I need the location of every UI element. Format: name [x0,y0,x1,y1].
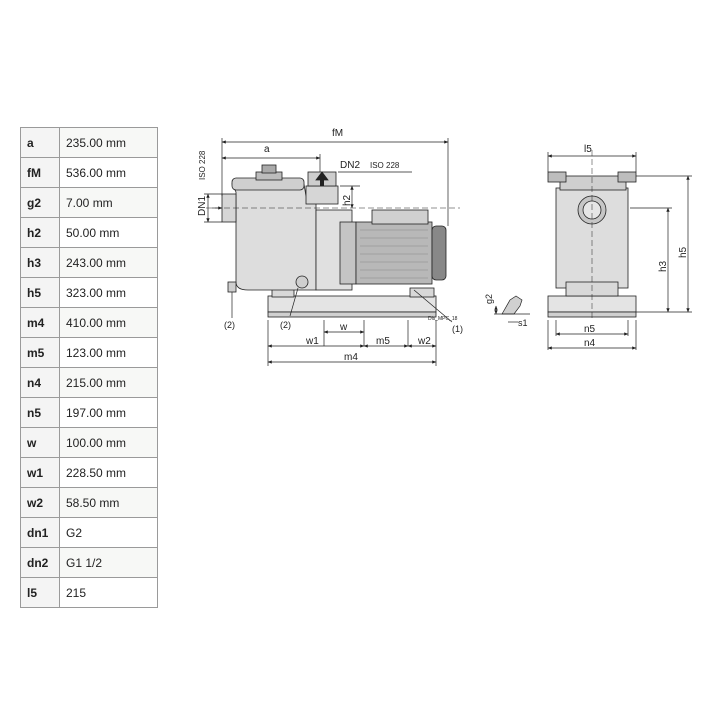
spec-key: a [20,127,60,158]
ref-label-1: (1) [452,324,463,334]
spec-key: n5 [20,397,60,428]
dim-label-w: w [339,322,348,333]
dim-label-dn1: DN1 [197,196,208,216]
side-dimensions [204,138,453,366]
spec-value: 215.00 mm [59,367,158,398]
ref-label-2-mid: (2) [280,320,291,330]
spec-value: 235.00 mm [59,127,158,158]
dim-label-m4: m4 [344,352,358,363]
drawing-code: Dis_MPC_18 [428,316,458,322]
spec-key: l5 [20,577,60,608]
dim-label-h3: h3 [658,260,669,272]
front-view [547,150,637,320]
front-dimensions [547,152,692,350]
spec-value: 228.50 mm [59,457,158,488]
dim-label-n5: n5 [584,324,596,335]
spec-value: 197.00 mm [59,397,158,428]
dim-label-h2: h2 [342,194,353,206]
pump-body [231,183,317,291]
dim-label-s1: s1 [518,318,528,328]
spec-key: g2 [20,187,60,218]
dim-label-w2: w2 [417,336,431,347]
spec-value: 323.00 mm [59,277,158,308]
dim-label-m5: m5 [376,336,390,347]
dim-label-g2: g2 [484,294,494,304]
dim-label-iso-left: ISO 228 [198,150,207,180]
dim-label-a: a [264,144,270,155]
spec-value: 58.50 mm [59,487,158,518]
spec-key: fM [20,157,60,188]
dim-label-l5: l5 [584,144,592,155]
dim-label-iso-top: ISO 228 [370,161,400,170]
spec-key: n4 [20,367,60,398]
spec-value: 123.00 mm [59,337,158,368]
dim-label-n4: n4 [584,338,596,349]
spec-key: dn1 [20,517,60,548]
spec-value: 50.00 mm [59,217,158,248]
spec-value: 536.00 mm [59,157,158,188]
spec-value: 215 [59,577,158,608]
dim-label-fM: fM [332,128,343,139]
spec-value: G1 1/2 [59,547,158,578]
spec-value: 7.00 mm [59,187,158,218]
side-view [206,164,460,318]
dim-label-w1: w1 [305,336,319,347]
spec-value: G2 [59,517,158,548]
dim-label-dn2: DN2 [340,160,360,171]
spec-key: h5 [20,277,60,308]
spec-key: m4 [20,307,60,338]
dim-label-h5: h5 [678,246,689,258]
spec-key: m5 [20,337,60,368]
outlet-port-dn2 [305,185,339,205]
motor [355,221,433,285]
spec-key: w1 [20,457,60,488]
foot-detail [494,295,530,323]
ref-label-2-left: (2) [224,320,235,330]
spec-key: h2 [20,217,60,248]
